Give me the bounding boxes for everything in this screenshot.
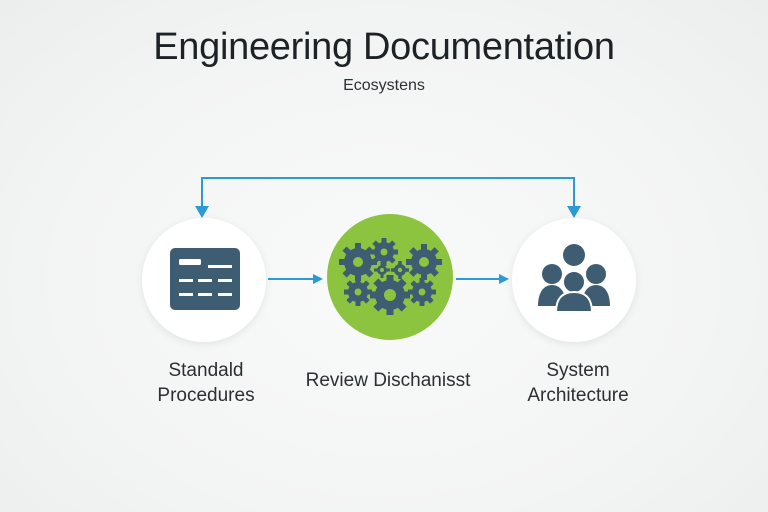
people-group-icon	[538, 244, 610, 313]
node-label-line: Review Dischanisst	[305, 370, 471, 391]
node-label-standard-procedures: Standald Procedures	[130, 358, 282, 408]
node-label-review-mechanism: Review Dischanisst	[290, 368, 486, 393]
loop-connector	[195, 177, 581, 218]
node-label-line: Standald	[168, 360, 244, 381]
node-label-line: Procedures	[157, 385, 255, 406]
diagram-title: Engineering Documentation	[153, 26, 615, 68]
node-label-line: Architecture	[527, 385, 629, 406]
gears-icon	[339, 238, 442, 315]
diagram-subtitle: Ecosystens	[343, 77, 425, 94]
loop-arrowhead-left	[195, 206, 209, 218]
node-label-system-architecture: System Architecture	[498, 358, 658, 408]
loop-arrowhead-right	[567, 206, 581, 218]
document-list-icon	[170, 248, 240, 310]
node-label-line: System	[546, 360, 610, 381]
